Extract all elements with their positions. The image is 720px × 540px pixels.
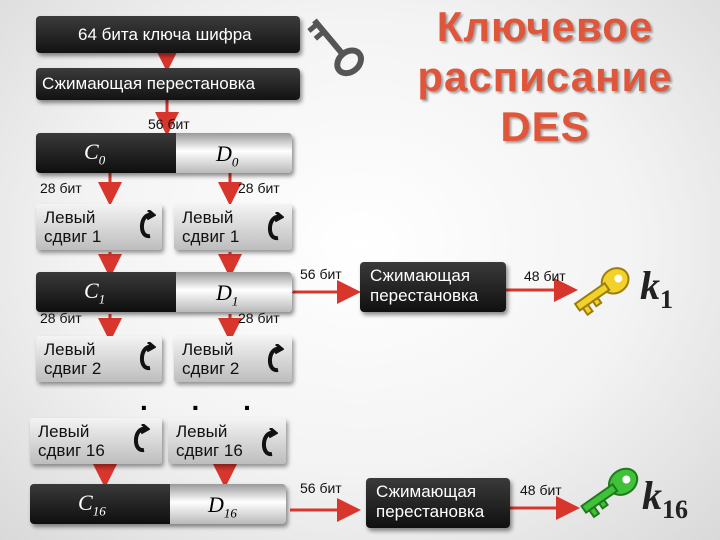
d16-label: D16 <box>208 492 237 521</box>
bits-48-label-16: 48 бит <box>520 482 562 498</box>
title-line-2: расписание <box>417 53 673 100</box>
diagram-title: Ключевое расписание DES <box>395 2 695 152</box>
c0-label: C0 <box>84 139 106 168</box>
rotate-icon-d1 <box>268 212 284 240</box>
bits-56-label-1: 56 бит <box>300 266 342 282</box>
d0-label: D0 <box>216 141 239 170</box>
key-input-box: 64 бита ключа шифра <box>36 16 300 53</box>
master-key-icon <box>307 18 364 77</box>
rotate-icon-d2 <box>268 344 284 372</box>
rotate-icon-c16 <box>134 424 150 452</box>
key-k16-icon <box>580 467 639 519</box>
rotate-icon-c2 <box>140 342 156 370</box>
register-c16-d16: C16 D16 <box>30 484 286 524</box>
c1-label: C1 <box>84 278 106 307</box>
key-input-label: 64 бита ключа шифра <box>78 25 252 44</box>
bits-56-label-16: 56 бит <box>300 480 342 496</box>
d1-label: D1 <box>216 280 239 309</box>
bits-28-left-1: 28 бит <box>40 180 82 196</box>
register-c0-d0: C0 D0 <box>36 133 292 173</box>
rotate-icon-c1 <box>140 210 156 238</box>
initial-compression-box: Сжимающая перестановка <box>36 68 300 100</box>
bits-48-label-1: 48 бит <box>524 268 566 284</box>
register-c0-half <box>36 133 176 173</box>
bits-56-top-label: 56 бит <box>148 116 190 132</box>
subkey-k16-label: k16 <box>642 473 688 524</box>
initial-compression-label: Сжимающая перестановка <box>42 74 256 93</box>
title-line-1: Ключевое <box>436 3 654 50</box>
ellipsis: . . . <box>140 385 269 416</box>
flow-arrows <box>93 48 580 522</box>
register-c16-half <box>30 484 170 524</box>
title-line-3: DES <box>500 103 590 150</box>
key-k1-icon <box>573 267 630 317</box>
bits-28-right-2: 28 бит <box>238 310 280 326</box>
rotate-icon-d16 <box>262 428 278 456</box>
bits-28-right-1: 28 бит <box>238 180 280 196</box>
subkey-k1-label: k1 <box>640 263 673 314</box>
bits-28-left-2: 28 бит <box>40 310 82 326</box>
register-c1-d1: C1 D1 <box>36 272 292 312</box>
c16-label: C16 <box>78 490 106 519</box>
register-c1-half <box>36 272 176 312</box>
